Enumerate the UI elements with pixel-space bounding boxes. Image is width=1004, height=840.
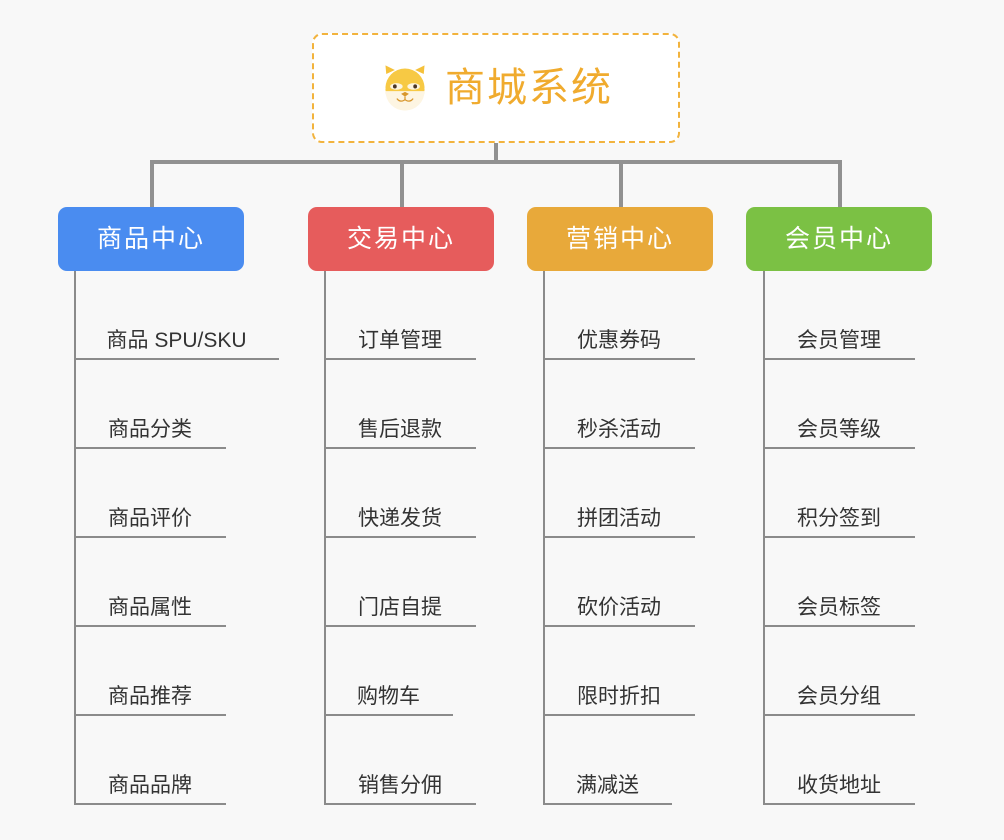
leaf-label: 会员标签 [797, 595, 881, 619]
leaf-item[interactable]: 商品分类 [74, 360, 226, 449]
category-label-marketing: 营销中心 [565, 224, 674, 253]
leaf-label: 会员等级 [797, 417, 881, 441]
leaf-item[interactable]: 满减送 [543, 716, 672, 805]
leaf-item[interactable]: 拼团活动 [543, 449, 695, 538]
leaf-item[interactable]: 积分签到 [763, 449, 915, 538]
leaf-item[interactable]: 限时折扣 [543, 627, 695, 716]
leaf-label: 限时折扣 [577, 684, 661, 708]
leaf-item[interactable]: 商品评价 [74, 449, 226, 538]
leaf-spine-marketing [543, 271, 545, 805]
leaf-item[interactable]: 快递发货 [324, 449, 476, 538]
leaf-label: 售后退款 [358, 417, 442, 441]
leaf-item[interactable]: 优惠券码 [543, 271, 695, 360]
leaf-item[interactable]: 订单管理 [324, 271, 476, 360]
leaf-spine-product [74, 271, 76, 805]
leaf-item[interactable]: 商品品牌 [74, 716, 226, 805]
leaf-item[interactable]: 购物车 [324, 627, 453, 716]
leaf-item[interactable]: 销售分佣 [324, 716, 476, 805]
leaf-item[interactable]: 商品属性 [74, 538, 226, 627]
category-label-trade: 交易中心 [346, 224, 455, 253]
leaf-label: 商品属性 [108, 595, 192, 619]
leaf-item[interactable]: 砍价活动 [543, 538, 695, 627]
leaf-spine-trade [324, 271, 326, 805]
connector-root-stem [494, 143, 498, 162]
leaf-item[interactable]: 收货地址 [763, 716, 915, 805]
leaf-label: 砍价活动 [577, 595, 661, 619]
leaf-label: 订单管理 [358, 328, 442, 352]
leaf-item[interactable]: 秒杀活动 [543, 360, 695, 449]
category-box-trade[interactable]: 交易中心 [308, 207, 494, 271]
leaf-label: 积分签到 [797, 506, 881, 530]
leaf-item[interactable]: 商品推荐 [74, 627, 226, 716]
leaf-label: 商品分类 [108, 417, 192, 441]
leaf-label: 快递发货 [358, 506, 442, 530]
connector-horizontal-bus [150, 160, 842, 164]
category-box-marketing[interactable]: 营销中心 [527, 207, 713, 271]
category-box-member[interactable]: 会员中心 [746, 207, 932, 271]
leaf-item[interactable]: 会员管理 [763, 271, 915, 360]
leaf-label: 商品评价 [108, 506, 192, 530]
leaf-label: 门店自提 [358, 595, 442, 619]
root-title: 商城系统 [445, 66, 613, 110]
leaf-item[interactable]: 门店自提 [324, 538, 476, 627]
leaf-item[interactable]: 商品 SPU/SKU [74, 271, 279, 360]
leaf-item[interactable]: 会员标签 [763, 538, 915, 627]
category-label-member: 会员中心 [784, 224, 893, 253]
leaf-label: 购物车 [357, 684, 420, 708]
leaf-label: 销售分佣 [358, 773, 442, 797]
leaf-item[interactable]: 会员等级 [763, 360, 915, 449]
connector-drop-column-1 [150, 160, 154, 208]
leaf-item[interactable]: 会员分组 [763, 627, 915, 716]
root-node[interactable]: 商城系统 [312, 33, 680, 143]
connector-drop-column-4 [838, 160, 842, 208]
connector-drop-column-2 [400, 160, 404, 208]
connector-drop-column-3 [619, 160, 623, 208]
leaf-label: 优惠券码 [577, 328, 661, 352]
leaf-label: 拼团活动 [577, 506, 661, 530]
leaf-item[interactable]: 售后退款 [324, 360, 476, 449]
leaf-label: 商品推荐 [108, 684, 192, 708]
leaf-label: 秒杀活动 [577, 417, 661, 441]
shiba-dog-icon [379, 63, 431, 113]
category-label-product: 商品中心 [96, 224, 205, 253]
leaf-spine-member [763, 271, 765, 805]
leaf-label: 会员管理 [797, 328, 881, 352]
category-box-product[interactable]: 商品中心 [58, 207, 244, 271]
leaf-label: 商品品牌 [108, 773, 192, 797]
leaf-label: 商品 SPU/SKU [106, 328, 247, 352]
leaf-label: 收货地址 [797, 773, 881, 797]
leaf-label: 满减送 [576, 773, 639, 797]
leaf-label: 会员分组 [797, 684, 881, 708]
